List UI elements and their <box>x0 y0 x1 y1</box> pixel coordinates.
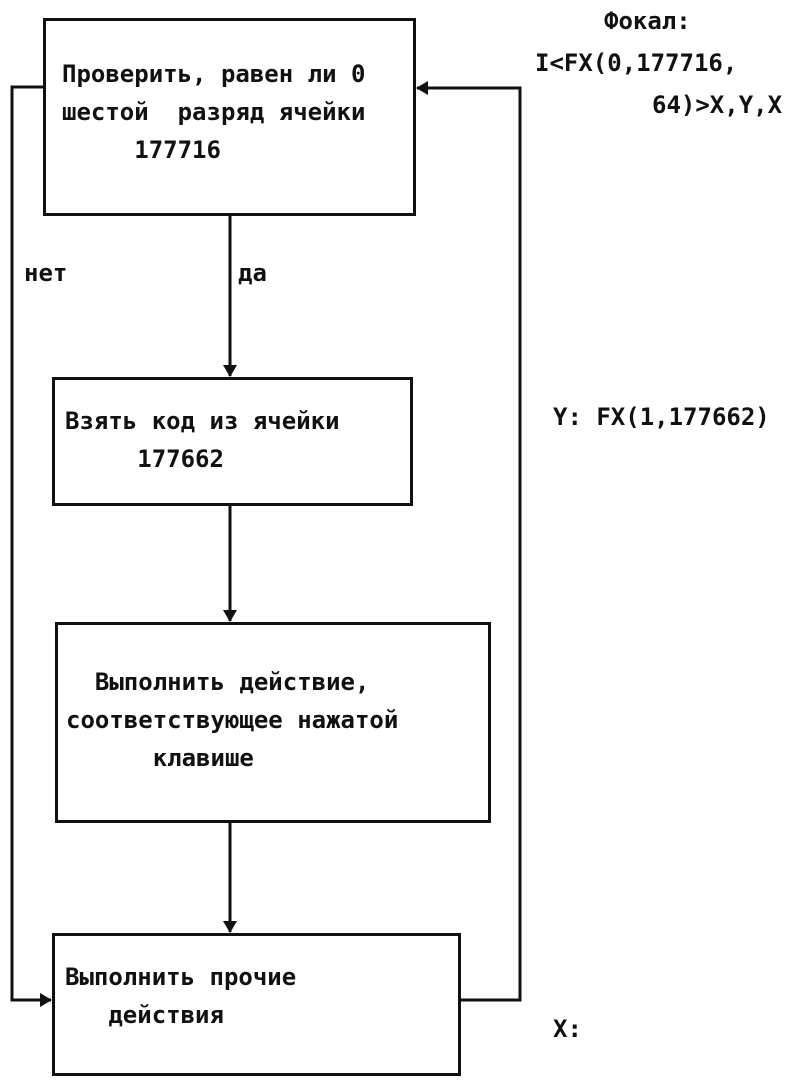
box-text: Выполнить прочие <box>65 963 297 991</box>
arrow-no <box>10 85 52 1007</box>
box-text: соответствующее нажатой <box>66 706 399 734</box>
branch-no-label: нет <box>24 259 68 287</box>
box-execute-action: Выполнить действие, соответствующее нажа… <box>55 622 491 823</box>
focal-title: Фокал: <box>604 7 691 35</box>
box-check-bit: Проверить, равен ли 0 шестой разряд ячей… <box>43 18 416 216</box>
box-other-actions: Выполнить прочие действия <box>52 933 461 1076</box>
x-label: X: <box>553 1015 582 1043</box>
focal-line-2: 64)>X,Y,X <box>652 91 783 119</box>
box-text: клавише <box>66 744 254 772</box>
box-text: Проверить, равен ли 0 <box>62 60 366 88</box>
box-text: 177716 <box>62 136 221 164</box>
box-text: 177662 <box>65 445 224 473</box>
focal-line-1: I<FX(0,177716, <box>535 49 738 77</box>
box-take-code: Взять код из ячейки 177662 <box>52 377 413 506</box>
branch-yes-label: да <box>238 259 267 287</box>
box-text: действия <box>65 1001 224 1029</box>
box-text: шестой разряд ячейки <box>62 98 366 126</box>
box-text: Взять код из ячейки <box>65 407 340 435</box>
y-label: Y: FX(1,177662) <box>553 403 770 431</box>
arrow-loop-back <box>416 81 522 1002</box>
box-text: Выполнить действие, <box>66 668 370 696</box>
